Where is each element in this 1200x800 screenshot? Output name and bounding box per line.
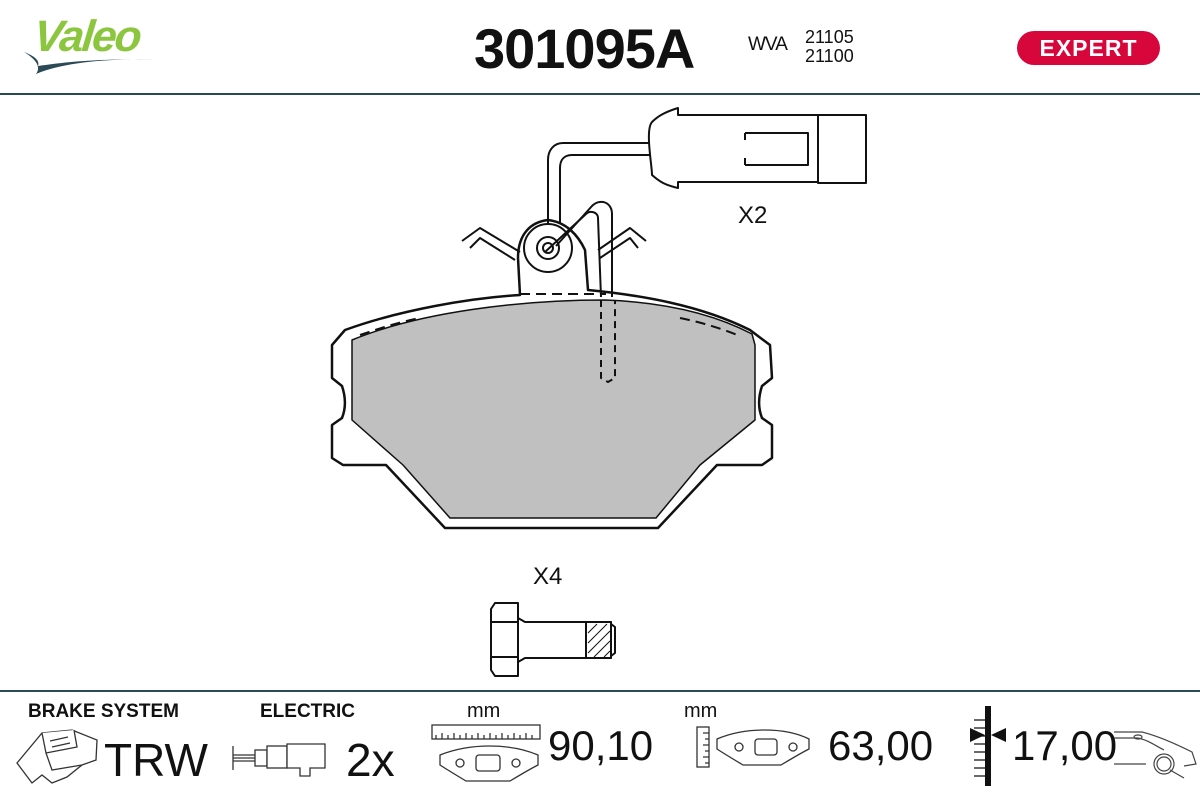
thickness-value: 17,00 [1012,722,1118,769]
width-value: 90,10 [548,722,654,769]
height-value: 63,00 [828,722,934,769]
brake-system-label: BRAKE SYSTEM [28,701,179,722]
pad-width-icon [431,724,541,782]
bolt-quantity: X4 [533,563,563,590]
expert-badge: EXPERT [1017,31,1160,65]
wva-number-1: 21105 [805,27,854,47]
wva-number-2: 21100 [805,46,854,66]
wva-numbers: 21105 21100 [805,28,854,66]
electric-label: ELECTRIC [260,701,355,722]
part-number: 301095A [474,17,695,80]
pad-height-icon [696,726,810,768]
wva-label: WVA [748,34,788,55]
header-divider [0,93,1200,95]
thickness-icon [970,706,1006,786]
wear-sensor-icon [232,743,326,777]
electric-value: 2x [346,734,395,786]
footer-divider [0,690,1200,692]
front-axle-car-icon [1114,731,1197,779]
brake-system-value: TRW [104,734,208,786]
sensor-quantity: X2 [738,202,768,229]
height-unit: mm [684,700,718,722]
caliper-icon [16,729,98,784]
width-unit: mm [467,700,501,722]
